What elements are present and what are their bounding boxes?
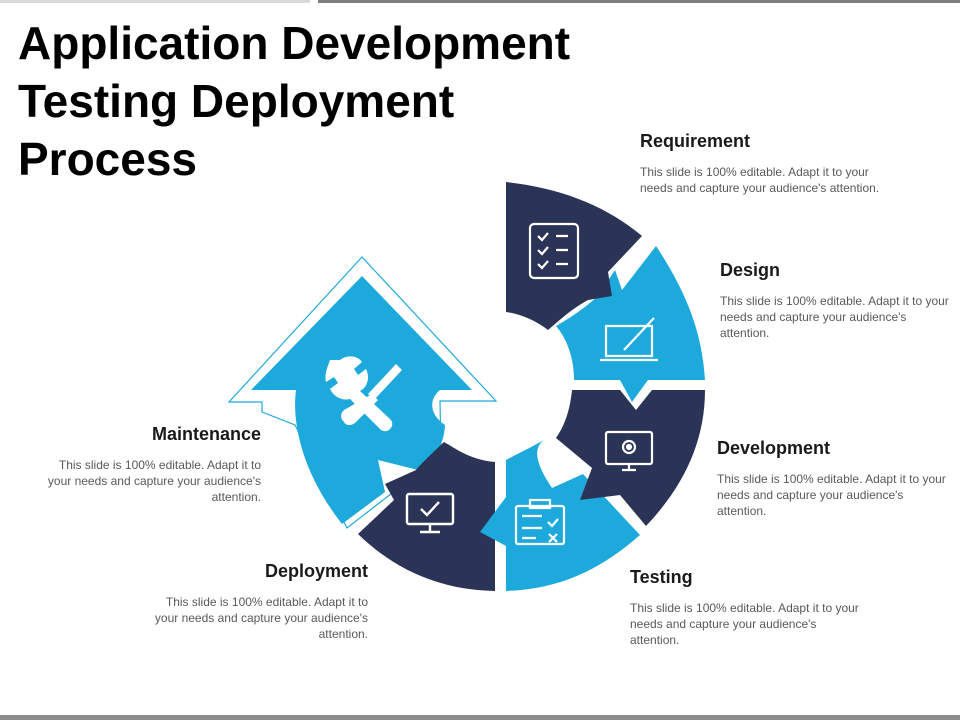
monitor-gear-icon: [604, 430, 654, 472]
step-title: Requirement: [640, 131, 751, 151]
step-design: Design This slide is 100% editable. Adap…: [720, 260, 950, 341]
step-description: This slide is 100% editable. Adapt it to…: [720, 294, 949, 340]
step-development: Development This slide is 100% editable.…: [717, 438, 949, 519]
step-requirement: Requirement This slide is 100% editable.…: [640, 131, 880, 196]
step-title: Maintenance: [151, 424, 261, 444]
development-segment: [556, 390, 705, 526]
step-description: This slide is 100% editable. Adapt it to…: [717, 472, 946, 518]
step-description: This slide is 100% editable. Adapt it to…: [154, 595, 368, 641]
step-deployment: Deployment This slide is 100% editable. …: [148, 561, 368, 642]
wrench-screwdriver-icon: [325, 356, 402, 432]
monitor-check-icon: [405, 492, 455, 534]
step-description: This slide is 100% editable. Adapt it to…: [640, 165, 880, 195]
testing-segment: [480, 440, 640, 591]
requirement-segment: [506, 182, 642, 330]
top-rule-dark: [318, 0, 960, 3]
design-segment: [556, 246, 705, 402]
step-title: Development: [717, 438, 831, 458]
step-title: Testing: [630, 567, 693, 587]
step-testing: Testing This slide is 100% editable. Ada…: [630, 567, 860, 648]
title-line-3: Process: [18, 133, 198, 185]
step-description: This slide is 100% editable. Adapt it to…: [630, 601, 859, 647]
laptop-brush-icon: [600, 317, 658, 362]
title-line-1: Application Development: [18, 17, 571, 69]
title-line-2: Testing Deployment: [18, 75, 455, 127]
clipboard-check-icon: [514, 498, 566, 546]
slide-title: Application Development Testing Deployme…: [18, 14, 638, 188]
top-rule-light: [0, 0, 310, 3]
step-description: This slide is 100% editable. Adapt it to…: [47, 458, 261, 504]
step-title: Design: [720, 260, 781, 280]
step-maintenance: Maintenance This slide is 100% editable.…: [40, 424, 261, 505]
bottom-rule: [0, 715, 960, 720]
step-title: Deployment: [264, 561, 368, 581]
deployment-segment: [358, 442, 495, 591]
checklist-tablet-icon: [528, 222, 580, 280]
